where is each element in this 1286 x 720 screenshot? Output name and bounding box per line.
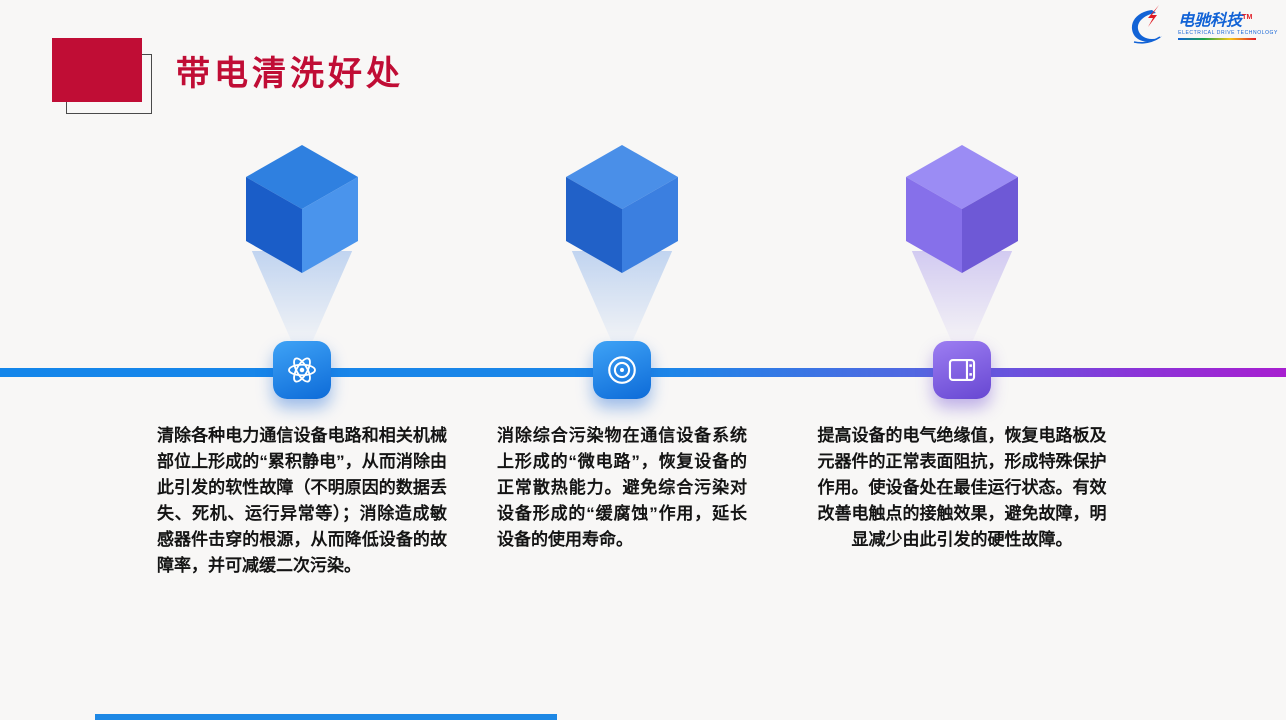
benefit-column-2: 消除综合污染物在通信设备系统上形成的“微电路”，恢复设备的正常散热能力。避免综合… (472, 145, 772, 625)
benefit-column-3: 提高设备的电气绝缘值，恢复电路板及元器件的正常表面阻抗，形成特殊保护作用。使设备… (812, 145, 1112, 625)
logo-subtitle: ELECTRICAL DRIVE TECHNOLOGY (1178, 30, 1278, 37)
benefit-text-2: 消除综合污染物在通信设备系统上形成的“微电路”，恢复设备的正常散热能力。避免综合… (497, 426, 747, 549)
film-badge (933, 341, 991, 399)
benefit-text-3: 提高设备的电气绝缘值，恢复电路板及元器件的正常表面阻抗，形成特殊保护作用。使设备… (817, 426, 1107, 549)
target-badge (593, 341, 651, 399)
page-title: 带电清洗好处 (176, 55, 404, 93)
trademark-mark: TM (1242, 14, 1253, 21)
logo-swoosh-icon (1132, 5, 1163, 44)
benefit-column-1: 清除各种电力通信设备电路和相关机械部位上形成的“累积静电”，从而消除由此引发的软… (152, 145, 452, 625)
bottom-accent-bar (95, 714, 557, 720)
cube-icon (906, 145, 1018, 273)
logo-brand: 电驰科技TM (1178, 12, 1253, 30)
cube-icon (246, 145, 358, 273)
logo-underline (1178, 38, 1257, 41)
target-icon (608, 356, 636, 384)
atom-icon (288, 357, 316, 383)
atom-badge (273, 341, 331, 399)
logo-text: 电驰科技TM ELECTRICAL DRIVE TECHNOLOGY (1178, 4, 1278, 41)
cube-icon (566, 145, 678, 273)
brand-logo: 电驰科技TM ELECTRICAL DRIVE TECHNOLOGY (1122, 4, 1278, 48)
film-icon (948, 359, 976, 381)
title-square (52, 38, 142, 102)
benefit-text-1: 清除各种电力通信设备电路和相关机械部位上形成的“累积静电”，从而消除由此引发的软… (157, 426, 447, 575)
